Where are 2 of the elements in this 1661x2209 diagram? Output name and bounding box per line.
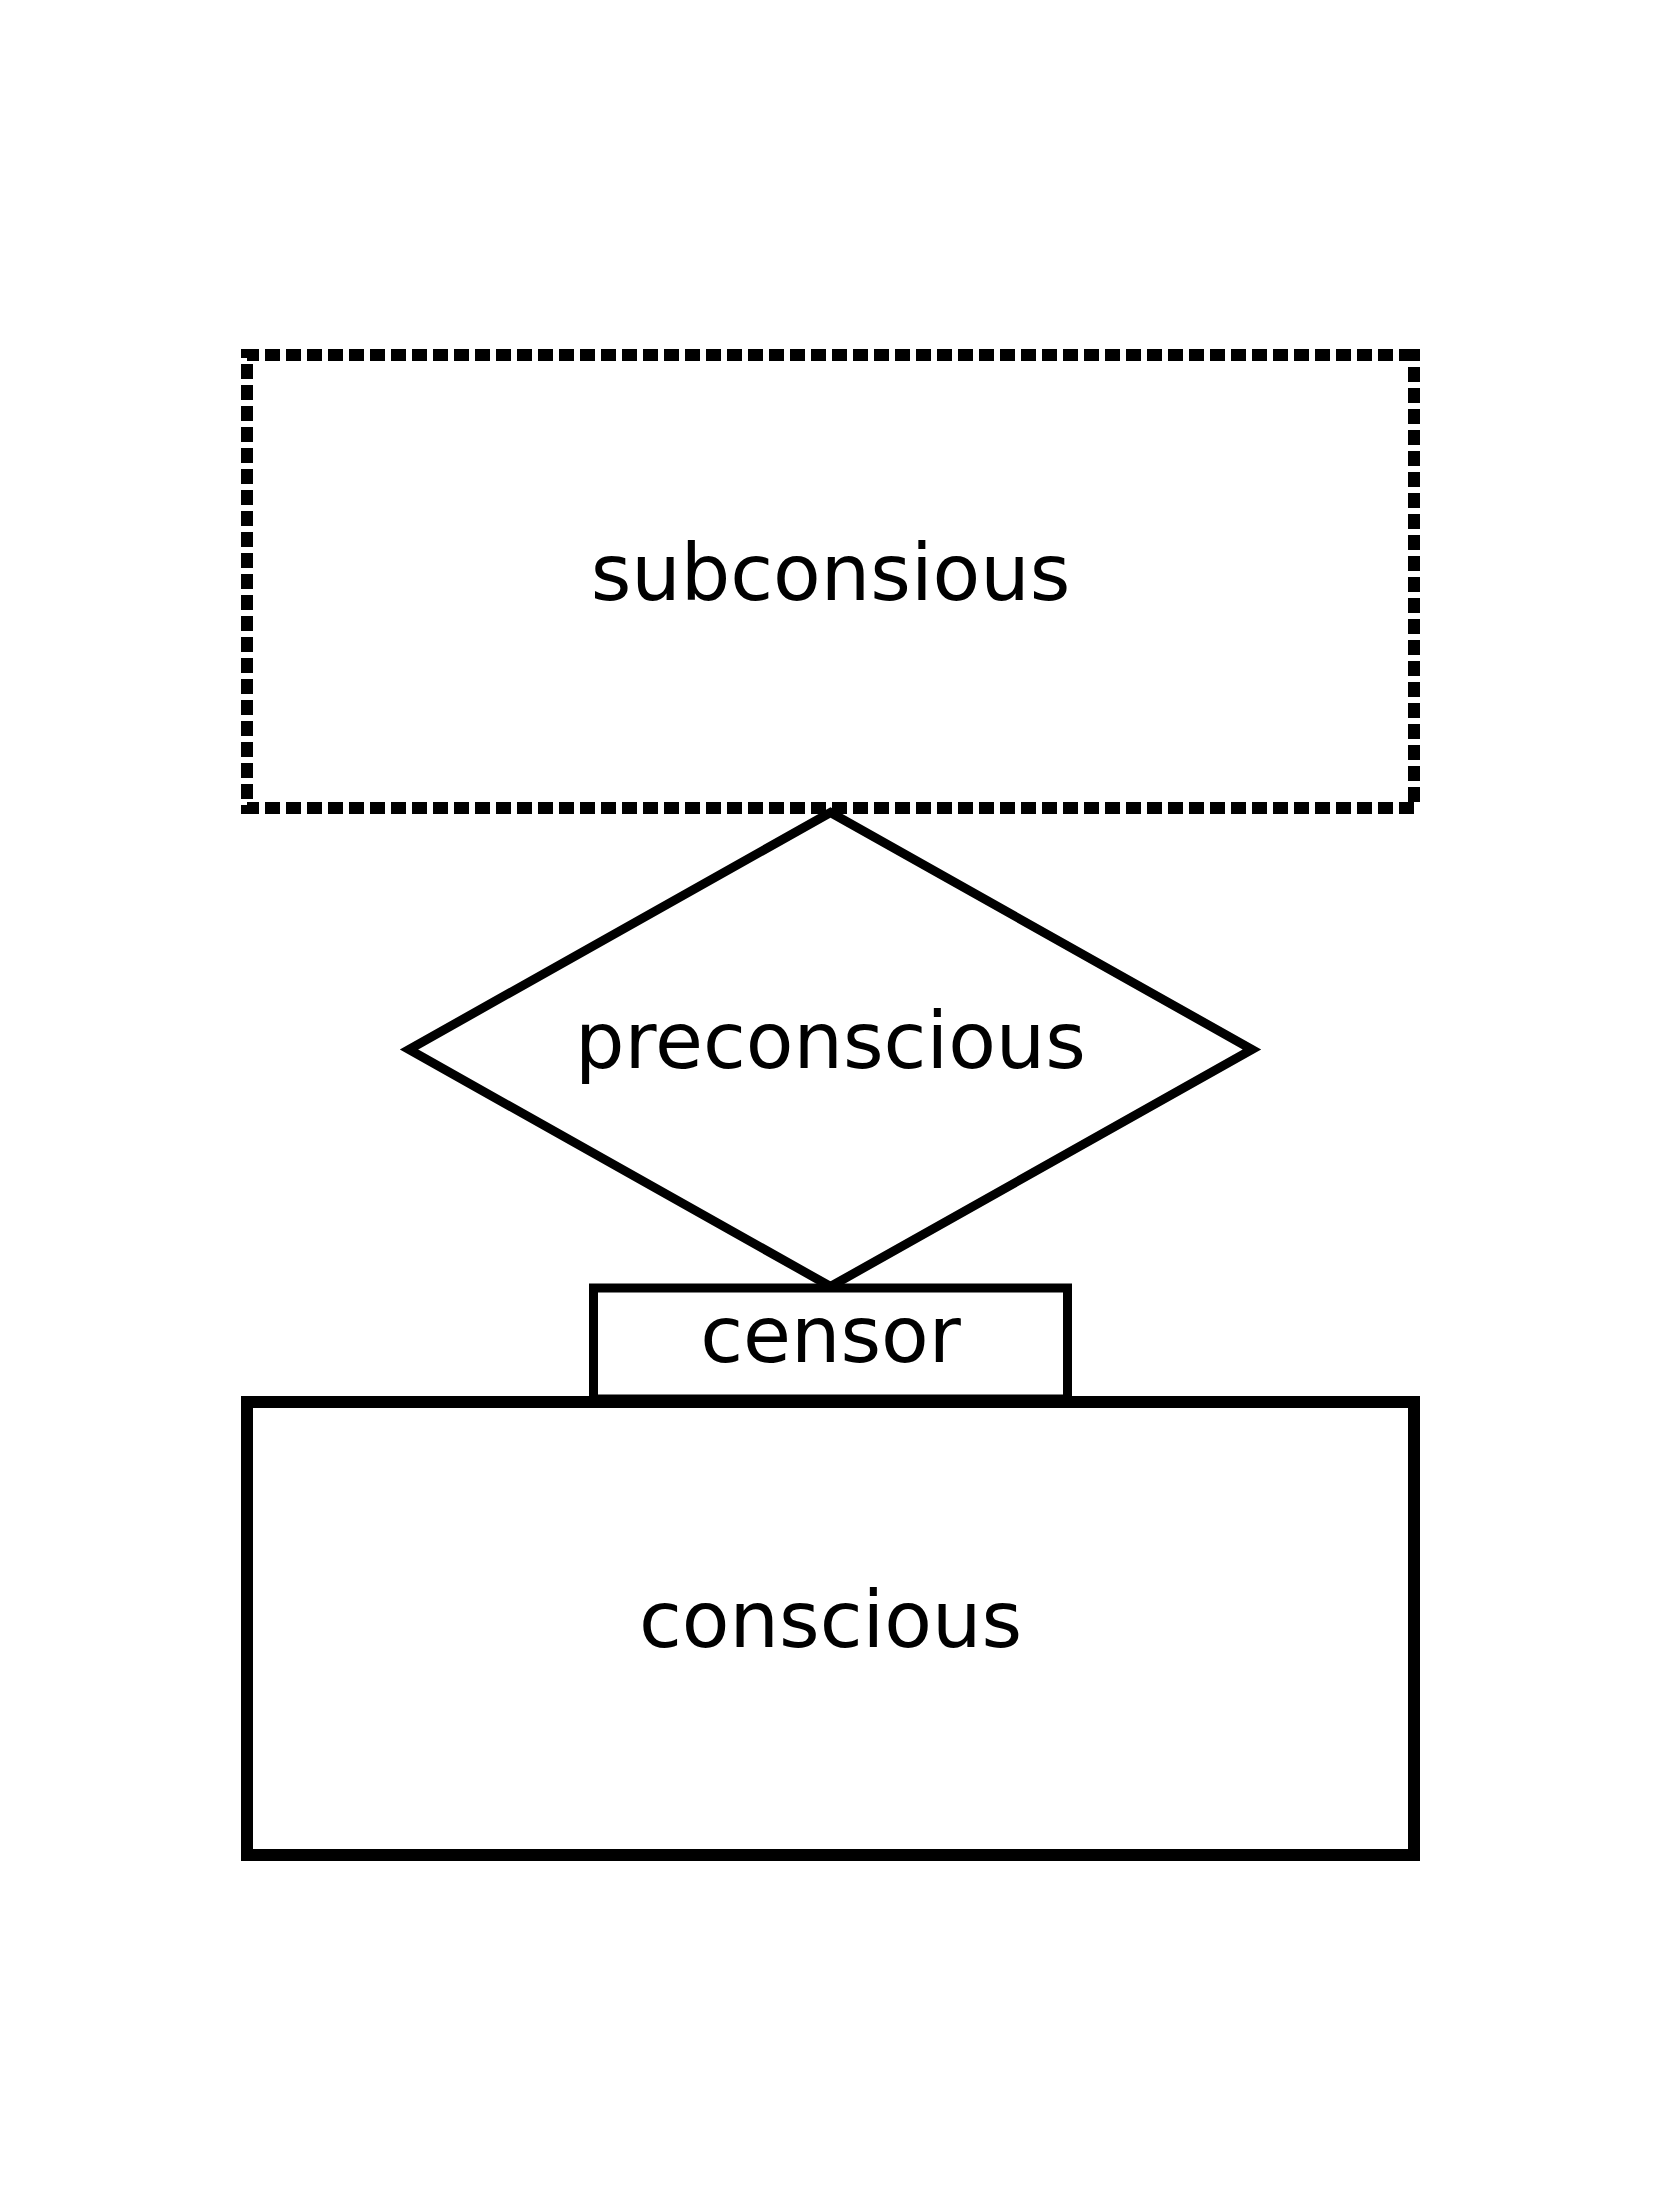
node-box: conscious <box>241 1395 1420 1861</box>
node-box: subconsious <box>241 348 1420 814</box>
